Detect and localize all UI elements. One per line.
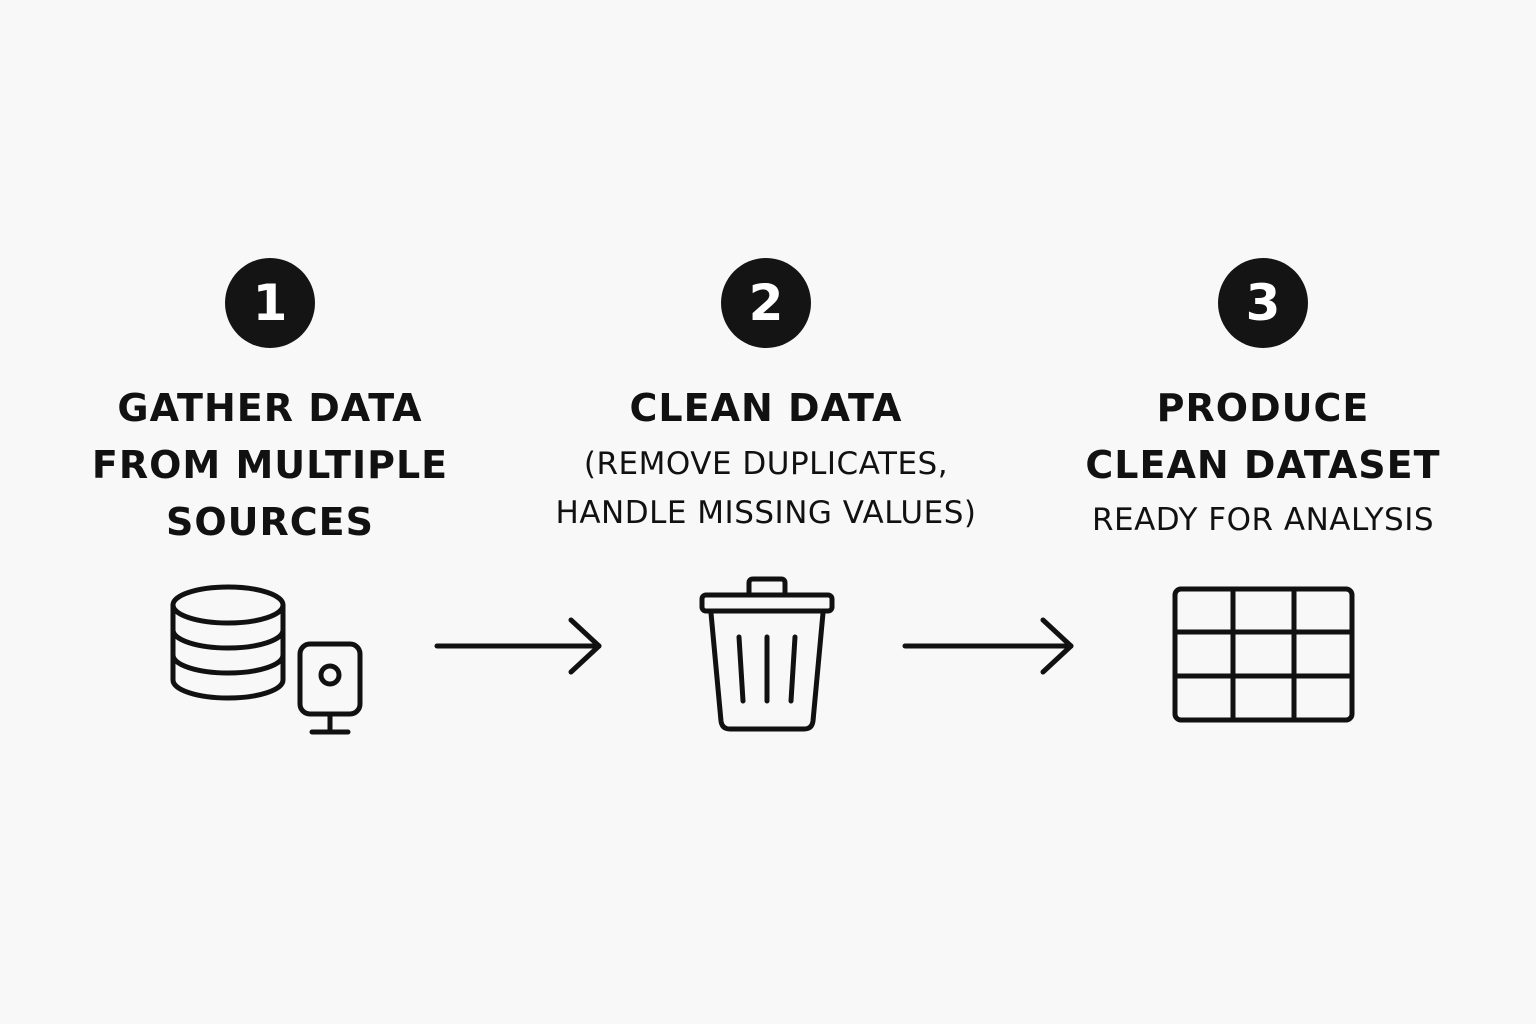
step-number-badge: 1 (225, 258, 315, 348)
step-title: GATHER DATA FROM MULTIPLE SOURCES (30, 380, 510, 551)
step-gather-data: 1 GATHER DATA FROM MULTIPLE SOURCES (30, 0, 510, 1024)
step-title-line: CLEAN DATA (629, 386, 903, 430)
step-title-line: PRODUCE (1156, 386, 1370, 430)
step-subtitle-line: (REMOVE DUPLICATES, (583, 446, 949, 482)
step-title-line: FROM MULTIPLE (91, 443, 449, 487)
step-title-line: GATHER DATA (117, 386, 423, 430)
step-subtitle: READY FOR ANALYSIS (1023, 496, 1503, 545)
device-icon (297, 641, 363, 735)
table-grid-icon (1172, 586, 1355, 723)
step-number-badge: 3 (1218, 258, 1308, 348)
arrow-right-icon (902, 617, 1074, 675)
trash-can-icon (699, 576, 835, 732)
step-title-line: CLEAN DATASET (1085, 443, 1441, 487)
step-subtitle-line: HANDLE MISSING VALUES) (555, 495, 977, 531)
step-title-line: SOURCES (165, 500, 374, 544)
arrow-right-icon (434, 617, 602, 675)
database-icon (170, 584, 363, 735)
step-subtitle: (REMOVE DUPLICATES, HANDLE MISSING VALUE… (526, 440, 1006, 538)
step-title: CLEAN DATA (526, 380, 1006, 437)
step-clean-data: 2 CLEAN DATA (REMOVE DUPLICATES, HANDLE … (526, 0, 1006, 1024)
step-subtitle-line: READY FOR ANALYSIS (1091, 502, 1435, 538)
step-produce-dataset: 3 PRODUCE CLEAN DATASET READY FOR ANALYS… (1023, 0, 1503, 1024)
step-title: PRODUCE CLEAN DATASET (1023, 380, 1503, 494)
step-number-badge: 2 (721, 258, 811, 348)
